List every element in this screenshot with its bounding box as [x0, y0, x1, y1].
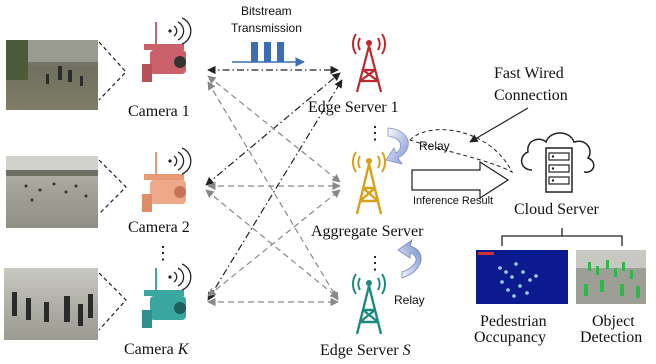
edge-server-1-label: Edge Server 1 [308, 99, 399, 116]
edge-server-s-label: Edge Server S [320, 343, 411, 359]
camera-1-icon [142, 17, 192, 82]
relay-arrow-top [385, 127, 409, 165]
wired-connection-line2: Connection [494, 87, 568, 104]
object-detection-line2: Detection [580, 329, 643, 346]
camera-k-label: Camera K [124, 342, 188, 358]
inference-result-label: Inference Result [413, 195, 494, 207]
wired-connection-arrow [469, 107, 529, 143]
edge-server-1-icon [351, 33, 387, 93]
object-detection-line1: Object [592, 313, 635, 330]
camera-1-label: Camera 1 [128, 103, 190, 120]
bitstream-packets [232, 42, 305, 67]
bitstream-label-line1: Bitstream [241, 4, 292, 18]
relay-bottom-label: Relay [394, 293, 425, 307]
photo-camera-brackets [98, 41, 127, 331]
cloud-server-label: Cloud Server [514, 201, 599, 218]
bitstream-label-line2: Transmission [231, 21, 302, 35]
camera-1-view [6, 40, 98, 110]
camera-ellipsis: ⋮ [154, 243, 172, 263]
relay-arrow-bottom [397, 238, 422, 279]
edge-server-s-label-main: Edge Server [320, 342, 403, 359]
object-detection-photo [576, 250, 646, 304]
server-ellipsis-bottom: ⋮ [366, 253, 384, 273]
aggregate-server-icon [351, 151, 387, 215]
server-ellipsis-top: ⋮ [366, 123, 384, 143]
camera-k-view [4, 268, 98, 340]
edge-server-s-label-italic: S [402, 342, 411, 359]
edge-server-s-icon [351, 273, 387, 335]
cloud-tasks-bracket [501, 228, 623, 246]
camera-k-icon [142, 263, 192, 328]
cloud-server-icon [520, 132, 595, 193]
aggregate-server-label: Aggregate Server [311, 223, 424, 240]
camera-2-view [6, 156, 98, 228]
camera-2-icon [142, 147, 192, 212]
relay-loop [409, 129, 514, 174]
pedestrian-occupancy-line1: Pedestrian [480, 313, 547, 330]
relay-top-label: Relay [419, 139, 450, 153]
wired-connection-line1: Fast Wired [494, 65, 564, 82]
camera-k-label-main: Camera [124, 341, 178, 358]
camera-k-label-italic: K [177, 341, 189, 358]
pedestrian-occupancy-map [476, 250, 568, 304]
network-links [205, 65, 343, 307]
inference-arrow [411, 160, 510, 200]
pedestrian-occupancy-line2: Occupancy [474, 329, 546, 346]
camera-2-label: Camera 2 [128, 219, 190, 236]
